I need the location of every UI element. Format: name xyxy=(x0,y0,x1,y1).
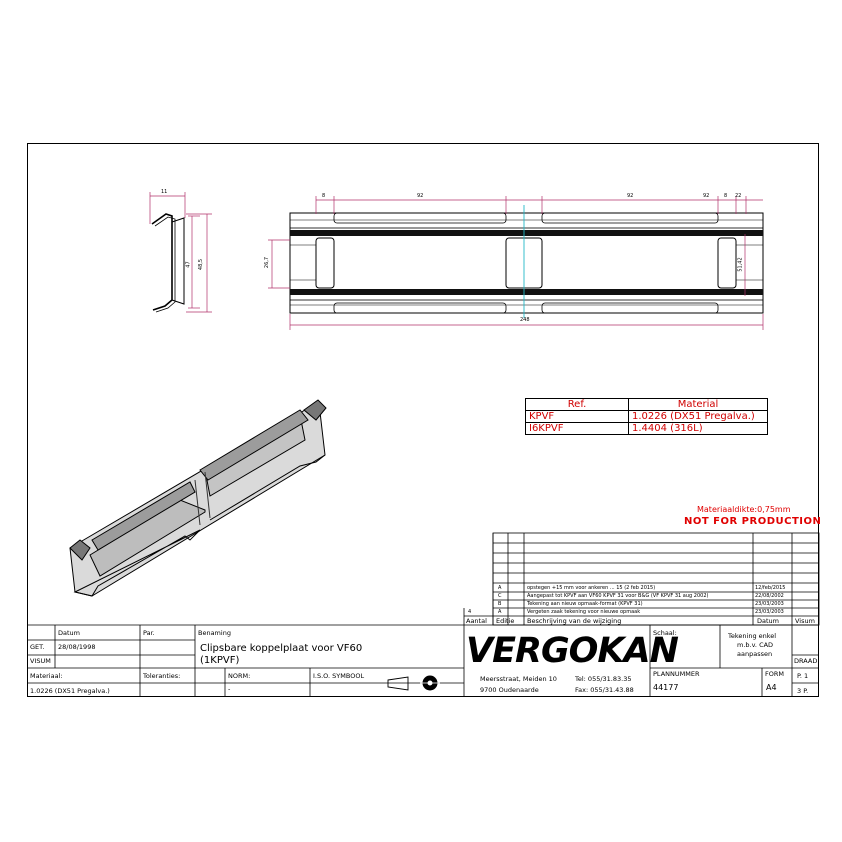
dim-span-right: 92 xyxy=(627,193,634,199)
dim-height-right: 51,42 xyxy=(737,257,744,272)
get-label: GET. xyxy=(30,643,45,651)
revision-date: 12/feb/2015 xyxy=(755,585,786,591)
visum-label: VISUM xyxy=(30,657,51,665)
materiaal-label: Materiaal: xyxy=(30,672,63,680)
schaal-label: Schaal: xyxy=(653,629,677,637)
revision-mark: B xyxy=(498,601,502,607)
formaat-label: FORM xyxy=(765,670,784,678)
revision-header-datum: Datum xyxy=(757,617,779,625)
isometric-view xyxy=(69,399,327,597)
company-tel: Tel: 055/31.83.35 xyxy=(575,675,632,683)
drawing-title: Clipsbare koppelplaat voor VF60 xyxy=(200,643,363,654)
table-row: I6KPVF 1.4404 (316L) xyxy=(525,422,768,435)
material-table-header-material: Material xyxy=(628,398,768,411)
front-dimensions xyxy=(268,196,764,330)
draad-label: DRAAD xyxy=(794,657,818,665)
revision-header-editie: Editie xyxy=(496,617,515,625)
dim-slot-c: 22 xyxy=(735,193,742,199)
revision-text: Vergeten zaak tekening voor nieuwe opmaa… xyxy=(527,609,641,615)
thickness-note: Materiaaldikte:0,75mm xyxy=(697,505,791,514)
dim-profile-width: 11 xyxy=(161,189,168,195)
revision-date: 22/08/2002 xyxy=(755,593,784,599)
revision-date: 23/03/2003 xyxy=(755,601,784,607)
company-logo: VERGOKAN xyxy=(466,631,679,671)
revision-mark: C xyxy=(498,593,502,599)
dim-slot-a: 8 xyxy=(322,193,326,199)
material-table: Ref. Material KPVF 1.0226 (DX51 Pregalva… xyxy=(525,398,768,435)
revision-header-aantal: Aantal xyxy=(466,617,487,625)
material-value: 1.4404 (316L) xyxy=(628,422,768,435)
company-fax: Fax: 055/31.43.88 xyxy=(575,686,634,694)
dim-height-left: 26,7 xyxy=(264,256,271,269)
title-block-lines xyxy=(27,532,820,697)
material-table-header-ref: Ref. xyxy=(525,398,629,411)
dim-profile-height-outer: 48,5 xyxy=(198,258,205,271)
revision-header-beschrijving: Beschrijving van de wijziging xyxy=(527,617,622,625)
material-value: 1.0226 (DX51 Pregalva.) xyxy=(30,687,110,695)
page-number: P. 1 xyxy=(797,672,809,680)
table-row: KPVF 1.0226 (DX51 Pregalva.) xyxy=(525,410,768,423)
revision-header-visum: Visum xyxy=(795,617,815,625)
get-date: 28/08/1998 xyxy=(58,643,96,651)
revision-text: opstegen +15 mm voor ankeren ... 15 (2 f… xyxy=(527,585,656,591)
profile-dimensions xyxy=(149,192,212,313)
revision-text: Tekening aan nieuw opmaak-format (KPVF 3… xyxy=(527,601,643,607)
page-count: 3 P. xyxy=(797,687,809,695)
norm-value: - xyxy=(228,685,231,693)
material-ref: I6KPVF xyxy=(525,422,629,435)
drawing-sheet xyxy=(27,143,819,697)
cad-note-line3: aanpassen xyxy=(737,650,773,658)
plannummer-value: 44177 xyxy=(653,683,679,692)
revision-text: Aangepast tot KPVF aan VF60 KPVF 31 voor… xyxy=(527,593,709,599)
material-ref: KPVF xyxy=(525,410,629,423)
plannummer-label: PLANNUMMER xyxy=(653,670,700,678)
material-value: 1.0226 (DX51 Pregalva.) xyxy=(628,410,768,423)
front-view xyxy=(289,212,764,314)
par-label: Par. xyxy=(143,629,155,637)
dim-profile-height-inner: 47 xyxy=(185,261,192,268)
company-address-city: 9700 Oudenaarde xyxy=(480,686,539,694)
iso-label: I.S.O. SYMBOOL xyxy=(313,672,365,680)
datum-label: Datum xyxy=(58,629,80,637)
revision-mark: A xyxy=(498,585,502,591)
dim-total-length: 248 xyxy=(520,317,530,323)
toleranties-label: Toleranties: xyxy=(143,672,181,680)
norm-label: NORM: xyxy=(228,672,251,680)
iso-symbol-icon xyxy=(387,675,440,691)
revision-aantal-value: 4 xyxy=(468,609,472,615)
dim-span-small: 92 xyxy=(703,193,710,199)
cad-note-line2: m.b.v. CAD xyxy=(737,641,774,649)
formaat-value: A4 xyxy=(766,683,777,692)
company-address-street: Meersstraat, Meiden 10 xyxy=(480,675,557,683)
profile-view xyxy=(151,213,185,313)
dim-slot-b: 8 xyxy=(724,193,728,199)
drawing-title-code: (1KPVF) xyxy=(200,655,240,666)
benaming-label: Benaming xyxy=(198,629,231,637)
dim-span-left: 92 xyxy=(417,193,424,199)
not-for-production-warning: NOT FOR PRODUCTION xyxy=(684,516,822,527)
revision-mark: A xyxy=(498,609,502,615)
revision-date: 23/03/2003 xyxy=(755,609,784,615)
cad-note-line1: Tekening enkel xyxy=(728,632,777,640)
